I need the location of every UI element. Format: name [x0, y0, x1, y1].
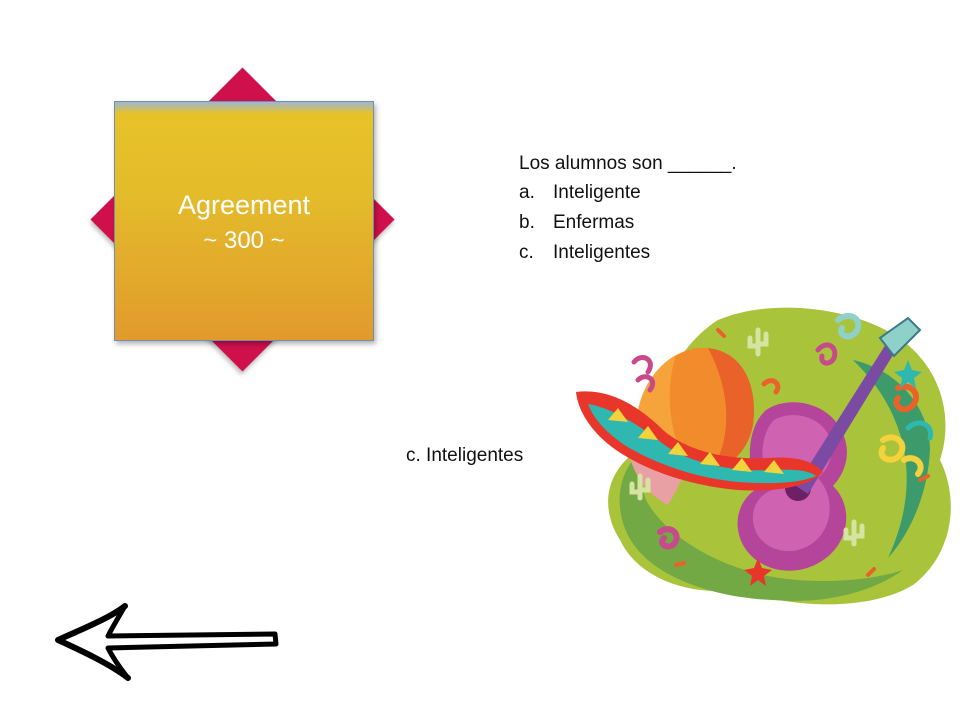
- clipart-guitar-neck: [796, 344, 896, 494]
- clipart-cactus-3: [843, 519, 865, 547]
- option-text: Inteligente: [553, 182, 641, 203]
- category-tile: Agreement ~ 300 ~: [55, 44, 430, 396]
- option-text: Enfermas: [553, 212, 635, 233]
- clipart-star-2: [744, 558, 772, 586]
- clipart-cactus-2: [629, 473, 651, 501]
- clipart-swirl-1: [835, 312, 862, 340]
- clipart-sombrero-crown-shade: [708, 348, 754, 468]
- clipart-swirl-6: [631, 355, 656, 393]
- question-text: Los alumnos son ______.: [519, 153, 737, 174]
- option-text: Inteligentes: [553, 242, 651, 263]
- clipart-guitar-head: [878, 316, 922, 358]
- option-letter: b.: [519, 212, 535, 233]
- clipart-swirl-7: [815, 342, 838, 366]
- clipart-swirl-3: [878, 434, 924, 477]
- option-c: c. Inteligentes: [519, 238, 737, 268]
- option-letter: a.: [519, 182, 535, 203]
- clipart-swirl-5: [657, 526, 680, 550]
- clipart-swirl-4: [905, 420, 934, 441]
- category-title: Agreement: [177, 190, 311, 220]
- option-letter: c.: [519, 242, 534, 263]
- clipart-sombrero-brim: [576, 391, 823, 491]
- option-a: a. Inteligente: [519, 178, 737, 208]
- clipart-confetti: [674, 328, 930, 577]
- category-points: ~ 300 ~: [203, 227, 285, 254]
- category-card: Agreement ~ 300 ~: [114, 101, 374, 341]
- option-list: a. Inteligente b. Enfermas c. Inteligentes: [519, 178, 737, 268]
- clipart-cactus-1: [747, 327, 769, 357]
- question-block: Los alumnos son ______. a. Inteligente b.…: [519, 150, 737, 268]
- option-b: b. Enfermas: [519, 208, 737, 238]
- back-arrow-icon[interactable]: [50, 596, 282, 686]
- clipart-swirl-8: [761, 378, 781, 395]
- clipart-swirl-2: [893, 383, 919, 413]
- answer-text: c. Inteligentes: [406, 445, 524, 466]
- clipart-blob-front: [619, 460, 903, 601]
- clipart-sombrero-band: [588, 404, 816, 484]
- clipart-star-1: [894, 360, 922, 388]
- sombrero-guitar-fiesta-icon: [576, 307, 951, 605]
